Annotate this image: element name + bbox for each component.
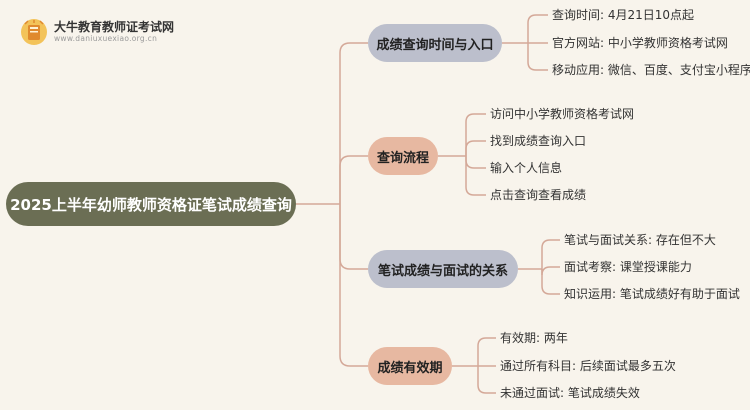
leaf-validity-period: 有效期: 两年 bbox=[500, 331, 568, 345]
leaf-mobile-apps: 移动应用: 微信、百度、支付宝小程序 bbox=[552, 63, 750, 77]
leaf-connector bbox=[465, 113, 486, 156]
logo-url: www.daniuxuexiao.org.cn bbox=[54, 34, 158, 43]
branch-validity: 成绩有效期 bbox=[368, 347, 452, 385]
root-topic: 2025上半年幼师教师资格证笔试成绩查询 bbox=[6, 182, 296, 226]
leaf-connector bbox=[477, 366, 496, 394]
logo-title: 大牛教育教师证考试网 bbox=[54, 20, 175, 34]
leaf-connector bbox=[465, 156, 486, 196]
site-logo: 大牛教育教师证考试网 www.daniuxuexiao.org.cn bbox=[20, 16, 190, 46]
leaf-query-time: 查询时间: 4月21日10点起 bbox=[552, 8, 695, 22]
branch-connector bbox=[339, 155, 368, 204]
leaf-connector bbox=[527, 43, 548, 71]
leaf-connector bbox=[541, 266, 560, 276]
book-icon bbox=[21, 19, 47, 45]
leaf-connector bbox=[527, 14, 548, 43]
leaf-click-query: 点击查询查看成绩 bbox=[490, 188, 587, 202]
leaf-visit-site: 访问中小学教师资格考试网 bbox=[490, 107, 635, 121]
leaf-interview-focus: 面试考察: 课堂授课能力 bbox=[564, 260, 692, 274]
leaf-connector bbox=[465, 140, 486, 156]
branch-connector bbox=[339, 42, 368, 204]
branch-query-time: 成绩查询时间与入口 bbox=[368, 24, 502, 62]
leaf-fail-interview: 未通过面试: 笔试成绩失效 bbox=[500, 386, 640, 400]
branch-query-process: 查询流程 bbox=[368, 137, 438, 175]
leaf-connector bbox=[465, 156, 486, 169]
leaf-relation: 笔试与面试关系: 存在但不大 bbox=[564, 233, 716, 247]
leaf-connector bbox=[541, 239, 560, 269]
leaf-pass-all: 通过所有科目: 后续面试最多五次 bbox=[500, 359, 676, 373]
branch-connector bbox=[339, 204, 368, 270]
leaf-input-info: 输入个人信息 bbox=[490, 161, 563, 175]
branch-written-interview: 笔试成绩与面试的关系 bbox=[368, 250, 518, 288]
leaf-find-entry: 找到成绩查询入口 bbox=[490, 134, 587, 148]
leaf-knowledge-use: 知识运用: 笔试成绩好有助于面试 bbox=[564, 287, 740, 301]
leaf-connector bbox=[541, 269, 560, 295]
leaf-official-site: 官方网站: 中小学教师资格考试网 bbox=[552, 36, 728, 50]
leaf-connector bbox=[477, 337, 496, 366]
branch-connector bbox=[339, 204, 368, 367]
